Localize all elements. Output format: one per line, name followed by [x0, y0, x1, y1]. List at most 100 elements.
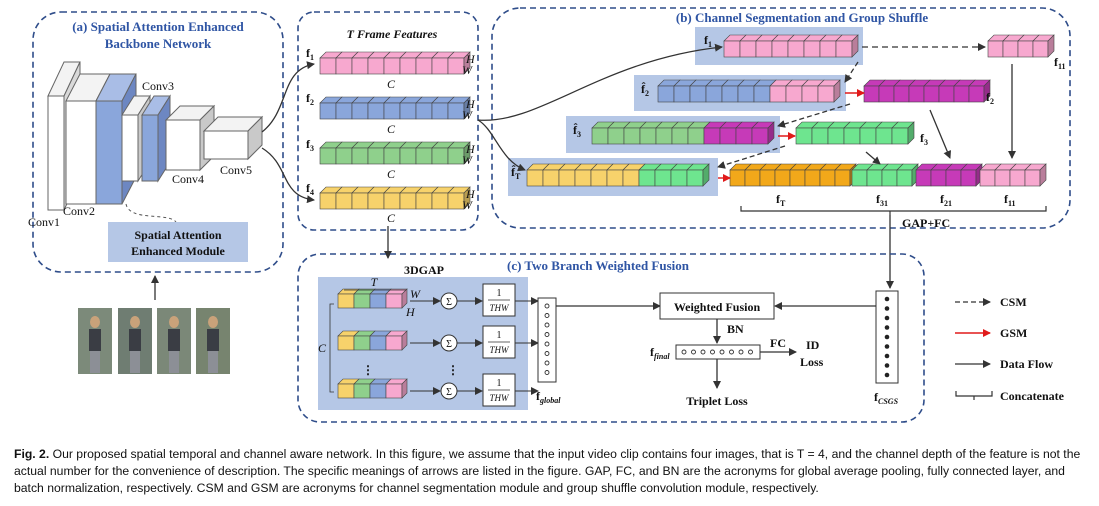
csgs-tensor-fh2	[657, 79, 841, 103]
frame-f4-label: f4	[306, 181, 314, 197]
panel-a-title-2: Backbone Network	[105, 36, 212, 51]
caption-fig-number: Fig. 2.	[14, 447, 50, 461]
global-vector-dot	[544, 360, 550, 366]
sam-pointer	[125, 203, 177, 223]
frame-f3-label: f3	[306, 137, 314, 153]
frame-h-label-3: H	[465, 142, 476, 156]
gap-c-bracket	[329, 303, 334, 393]
legend-concat-bracket	[955, 391, 993, 400]
f2-down-arrow	[929, 109, 951, 159]
frame-w-label-3: W	[462, 153, 473, 167]
f1-to-fh2-csm	[844, 61, 859, 83]
final-vector-dot	[700, 349, 706, 355]
frame-c-label-4: C	[387, 211, 396, 225]
frame-tensor-f3	[319, 141, 471, 165]
concat-bracket	[740, 206, 1047, 212]
norm-numerator: 1	[497, 378, 502, 389]
frame-h-label-4: H	[465, 187, 476, 201]
frame-tensor-f2	[319, 96, 471, 120]
panel-a-title: (a) Spatial Attention Enhanced	[72, 19, 244, 34]
sum-symbol: Σ	[446, 387, 452, 398]
csgs-f11-bottom-label: f11	[1004, 192, 1016, 208]
frame-f1-label: f1	[306, 46, 314, 62]
id-loss-label-2: Loss	[800, 355, 824, 369]
csgs-tensor-f21-out	[915, 163, 983, 187]
csgs-f31-bottom-label: f31	[876, 192, 888, 208]
norm-denominator: THW	[489, 393, 510, 403]
csgs-f2-label: f2	[986, 90, 994, 106]
backbone-blocks	[47, 61, 264, 211]
final-vector-dot	[710, 349, 715, 355]
conv2-label: Conv2	[63, 204, 95, 218]
global-vector-dot	[544, 351, 550, 356]
sum-symbol: Σ	[446, 339, 452, 350]
gap-h-label: H	[405, 305, 416, 319]
csgs-tensor-f2	[863, 79, 991, 103]
frame-c-label-3: C	[387, 167, 396, 181]
csgs-f21-bottom-label: f21	[940, 192, 952, 208]
frame-w-label-2: W	[462, 108, 473, 122]
final-vector-dot	[691, 349, 696, 355]
global-vector-dot	[544, 332, 550, 337]
f-global-vector	[537, 297, 557, 383]
csgs-vector-dot	[884, 306, 890, 311]
panel-c-border	[297, 253, 925, 423]
csgs-vector-dot	[884, 325, 890, 330]
weighted-fusion-label: Weighted Fusion	[674, 300, 761, 314]
csgs-tensor-f11	[987, 34, 1055, 58]
fh3-to-fhT-csm	[717, 145, 786, 169]
frame-c-label-1: C	[387, 77, 396, 91]
frame-w-label-4: W	[462, 198, 473, 212]
csgs-tensor-fh3	[591, 121, 775, 145]
global-vector-dot	[544, 341, 550, 347]
conv1-label: Conv1	[28, 215, 60, 229]
legend-csm-label: CSM	[1000, 295, 1027, 309]
norm-numerator: 1	[497, 330, 502, 341]
csgs-vector-dot	[884, 363, 890, 368]
gap-vdots-left: ⋮	[362, 363, 374, 377]
sam-box	[108, 222, 248, 262]
csgs-tensor-f3	[795, 121, 915, 145]
global-vector-dots	[544, 303, 550, 375]
csgs-vector-dot	[884, 372, 890, 378]
csgs-vector-dot	[884, 353, 890, 359]
frames-to-f1-arrow	[477, 43, 723, 121]
weighted-fusion-box	[659, 292, 775, 320]
frame-features-title: T Frame Features	[347, 27, 438, 41]
fh2-to-fh3-csm	[777, 103, 851, 128]
csgs-vector-dot	[884, 315, 890, 321]
conv5-label: Conv5	[220, 163, 252, 177]
conv4-label: Conv4	[172, 172, 204, 186]
frame-w-label-1: W	[462, 63, 473, 77]
figure-caption: Fig. 2. Our proposed spatial temporal an…	[14, 446, 1086, 497]
frame-features-border	[297, 11, 479, 231]
final-vector-dots	[681, 349, 753, 355]
norm-denominator: THW	[489, 303, 510, 313]
final-vector-dot	[748, 349, 753, 355]
id-loss-label-1: ID	[806, 338, 820, 352]
frame-h-label-2: H	[465, 97, 476, 111]
sam-label-2: Enhanced Module	[131, 244, 225, 258]
gap-row-tensor-3	[337, 378, 408, 399]
bn-label: BN	[727, 322, 744, 336]
csgs-vector-dots	[884, 296, 890, 378]
legend-gsm-label: GSM	[1000, 326, 1027, 340]
csgs-fh3-label: f̂3	[573, 123, 581, 139]
frame-c-label-2: C	[387, 122, 396, 136]
csgs-f1-label: f1	[704, 33, 712, 49]
csgs-f11-label: f11	[1054, 55, 1066, 71]
norm-denominator: THW	[489, 345, 510, 355]
norm-numerator: 1	[497, 288, 502, 299]
input-video-frames	[78, 308, 230, 374]
gap-w-label: W	[410, 287, 421, 301]
final-vector-dot	[738, 349, 744, 355]
csgs-vector-dot	[884, 296, 890, 302]
csgs-tensor-fT-out	[729, 163, 857, 187]
frames-to-fhT-arrow	[477, 119, 526, 172]
csgs-tensor-f11-out	[979, 163, 1047, 187]
panel-a-border	[32, 11, 284, 273]
gap3d-label: 3DGAP	[404, 263, 444, 277]
gapfc-label: GAP+FC	[902, 216, 950, 230]
csgs-vector-dot	[884, 334, 890, 340]
triplet-loss-label: Triplet Loss	[686, 394, 748, 408]
